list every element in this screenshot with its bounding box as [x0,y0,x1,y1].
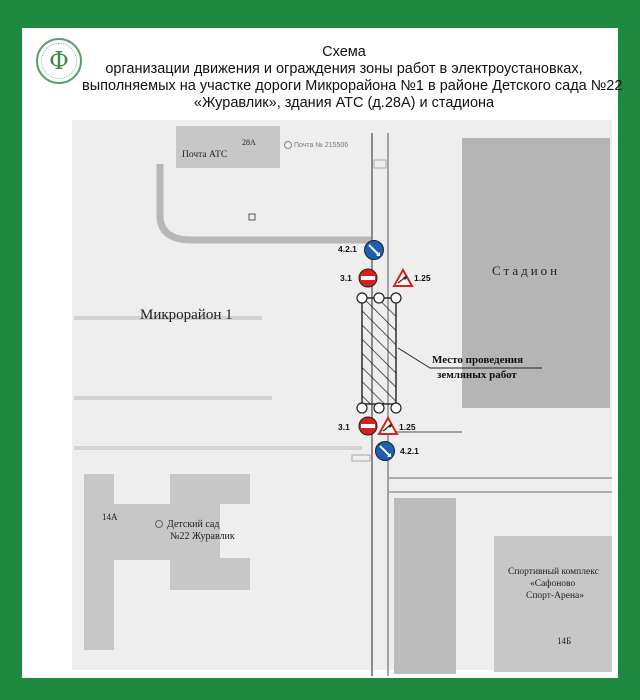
page-title: Схема организации движения и ограждения … [82,44,623,112]
sign-4-2-1-top-icon [364,240,384,260]
kindergarten-label-2: №22 Журавлик [170,531,235,542]
site-map: 28А Почта АТС Почта № 215506 Стадион Мик… [72,120,612,676]
barrier-post-bottom-1 [356,402,368,414]
stadium-label: Стадион [492,263,560,278]
pochta-index-label: Почта № 215506 [294,142,348,149]
sports-complex-label-2: «Сафоново [530,578,575,589]
building-28a [176,126,280,168]
sports-complex-label-3: Спорт-Арена» [526,591,584,601]
work-zone [361,297,397,405]
work-zone-label-1: Место проведения [432,354,523,366]
scheme-sheet: Ф Схема организации движения и ограждени… [22,28,623,678]
kindergarten-label-1: Детский сад [167,519,219,530]
pedestrian-crossing-top [373,159,387,169]
barrier-post-top-2 [373,292,385,304]
post-office-icon [284,141,292,149]
pedestrian-crossing-mid [351,454,371,462]
kindergarten-building [84,474,250,650]
building-14a-number: 14А [102,512,118,522]
pochta-ats-label: Почта АТС [182,150,227,160]
sign-3-1-top-label: 3.1 [340,273,352,283]
title-line-2: организации движения и ограждения зоны р… [105,61,583,77]
sign-1-25-top-label: 1.25 [414,273,431,283]
sign-3-1-top-icon [358,268,378,288]
sign-1-25-bottom-icon [377,415,399,435]
work-zone-leader [397,347,431,369]
sports-complex-building [494,536,612,672]
barrier-post-top-1 [356,292,368,304]
title-line-1: Схема [322,44,366,60]
sign-4-2-1-bottom-icon [375,441,395,461]
logo: Ф [36,38,82,84]
sign-4-2-1-bottom-label: 4.2.1 [400,446,419,456]
sign-3-1-bottom-label: 3.1 [338,422,350,432]
sports-field [394,498,456,674]
barrier-post-bottom-2 [373,402,385,414]
sign-3-1-bottom-icon [358,416,378,436]
building-28a-number: 28А [242,138,256,147]
sports-complex-label-1: Спортивный комплекс [508,566,599,577]
local-road-curve [156,164,372,244]
parking-icon [248,213,256,221]
kindergarten-icon [155,520,163,528]
phi-emblem-icon: Ф [49,47,69,75]
microdistrict-label: Микрорайон 1 [140,307,233,323]
barrier-post-top-3 [390,292,402,304]
title-line-4: «Журавлик», здания АТС (д.28А) и стадион… [193,95,495,111]
work-zone-label-2: земляных работ [437,369,517,381]
sign-1-25-bottom-label: 1.25 [399,422,416,432]
sign-1-25-top-icon [392,267,414,287]
sign-4-2-1-top-label: 4.2.1 [338,244,357,254]
title-line-3: выполняемых на участке дороги Микрорайон… [82,78,623,94]
logo-ring [41,43,77,79]
building-14b-number: 14Б [557,636,571,646]
stadium [462,138,610,408]
barrier-post-bottom-3 [390,402,402,414]
